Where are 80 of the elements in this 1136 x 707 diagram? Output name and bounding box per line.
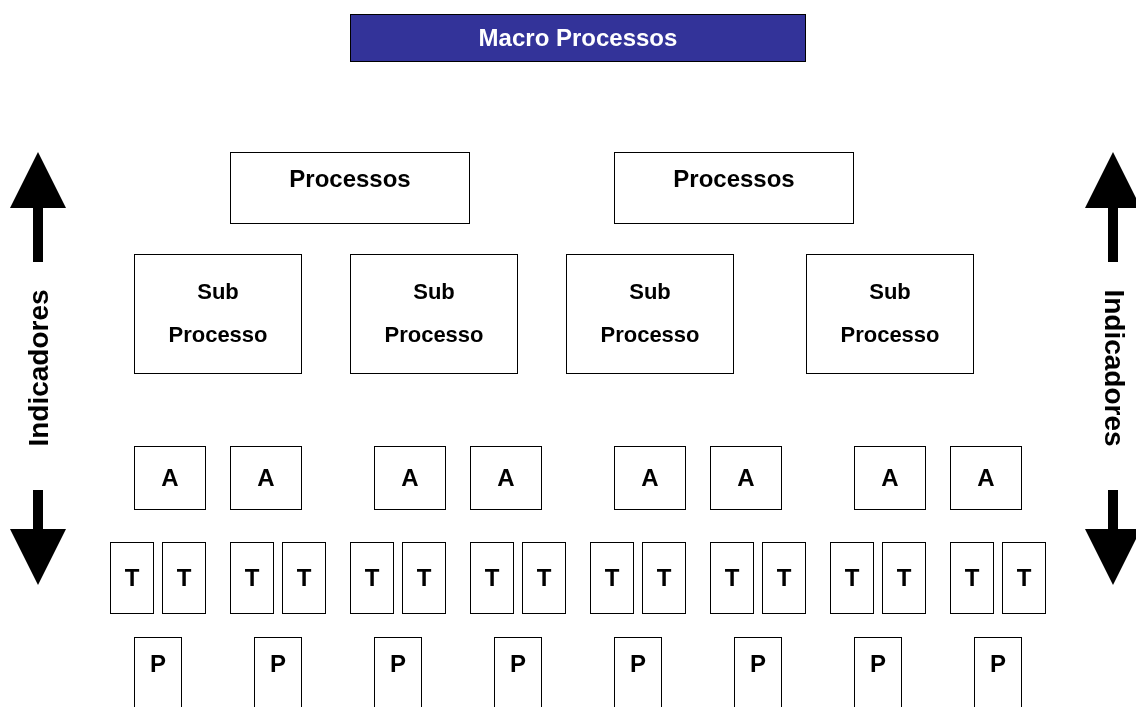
procedure-box [734, 637, 782, 707]
activity-box [710, 446, 782, 510]
box-label: P [990, 650, 1006, 678]
process-box [614, 152, 854, 224]
box-label: T [656, 564, 672, 592]
task-box [950, 542, 994, 614]
task-box [642, 542, 686, 614]
activity-box [614, 446, 686, 510]
box-label: A [737, 464, 755, 492]
axis-label: Indicadores [22, 289, 55, 447]
box-label: Sub Processo [840, 278, 940, 349]
box-label: Sub Processo [600, 278, 700, 349]
task-box [1002, 542, 1046, 614]
box-label: P [510, 650, 526, 678]
procedure-box [494, 637, 542, 707]
box-label: Processos [673, 165, 795, 193]
procedure-box [974, 637, 1022, 707]
box-label: T [416, 564, 432, 592]
activity-box [374, 446, 446, 510]
subprocess-box [806, 254, 974, 374]
task-box [830, 542, 874, 614]
task-box [590, 542, 634, 614]
box-label: T [1016, 564, 1032, 592]
subprocess-box [566, 254, 734, 374]
procedure-box [614, 637, 662, 707]
procedure-box [374, 637, 422, 707]
procedure-box [134, 637, 182, 707]
box-label: T [124, 564, 140, 592]
box-label: T [244, 564, 260, 592]
box-label: T [964, 564, 980, 592]
task-box [282, 542, 326, 614]
box-label: T [364, 564, 380, 592]
box-label: T [724, 564, 740, 592]
task-box [162, 542, 206, 614]
task-box [402, 542, 446, 614]
box-label: A [977, 464, 995, 492]
box-label: Processos [289, 165, 411, 193]
subprocess-box [134, 254, 302, 374]
process-box [230, 152, 470, 224]
box-label: A [161, 464, 179, 492]
box-label: P [390, 650, 406, 678]
box-label: P [870, 650, 886, 678]
box-label: P [750, 650, 766, 678]
box-label: P [630, 650, 646, 678]
box-label: T [176, 564, 192, 592]
box-label: T [296, 564, 312, 592]
box-label: A [257, 464, 275, 492]
box-label: A [881, 464, 899, 492]
box-label: Macro Processos [478, 24, 678, 52]
task-box [350, 542, 394, 614]
task-box [110, 542, 154, 614]
task-box [522, 542, 566, 614]
task-box [710, 542, 754, 614]
task-box [230, 542, 274, 614]
box-label: A [497, 464, 515, 492]
box-label: T [896, 564, 912, 592]
activity-box [950, 446, 1022, 510]
box-label: P [270, 650, 286, 678]
axis-label: Indicadores [1097, 289, 1130, 447]
task-box [470, 542, 514, 614]
box-label: T [484, 564, 500, 592]
box-label: Sub Processo [168, 278, 268, 349]
box-label: A [401, 464, 419, 492]
box-label: T [844, 564, 860, 592]
activity-box [134, 446, 206, 510]
procedure-box [854, 637, 902, 707]
box-label: Sub Processo [384, 278, 484, 349]
task-box [762, 542, 806, 614]
task-box [882, 542, 926, 614]
subprocess-box [350, 254, 518, 374]
title-banner [350, 14, 806, 62]
box-label: T [776, 564, 792, 592]
procedure-box [254, 637, 302, 707]
activity-box [470, 446, 542, 510]
box-label: T [536, 564, 552, 592]
activity-box [854, 446, 926, 510]
box-label: A [641, 464, 659, 492]
box-label: P [150, 650, 166, 678]
box-label: T [604, 564, 620, 592]
activity-box [230, 446, 302, 510]
